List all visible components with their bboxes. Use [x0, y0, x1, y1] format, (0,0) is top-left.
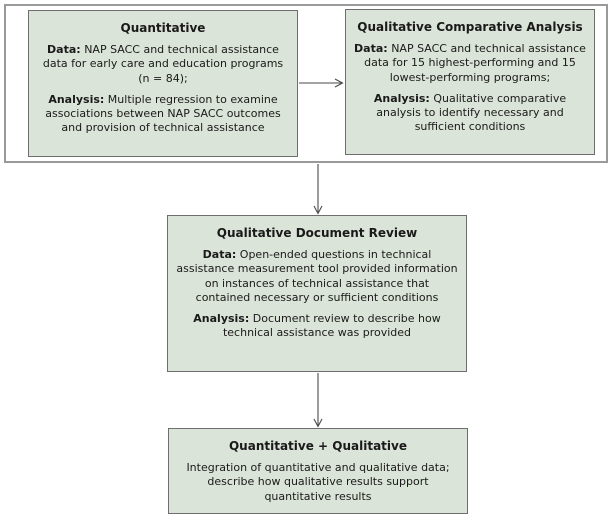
box-qualitative-document-review: Qualitative Document Review Data: Open-e…: [167, 215, 467, 372]
analysis-text: Document review to describe how technica…: [222, 311, 441, 339]
data-section: Data: Open-ended questions in technical …: [176, 248, 458, 304]
data-text: NAP SACC and technical assistance data f…: [364, 42, 586, 84]
data-label: Data:: [47, 43, 81, 57]
analysis-section: Analysis: Document review to describe ho…: [176, 312, 458, 340]
analysis-section: Analysis: Qualitative comparative analys…: [354, 92, 586, 134]
data-section: Data: NAP SACC and technical assistance …: [354, 42, 586, 84]
box-qualitative-comparative-analysis: Qualitative Comparative Analysis Data: N…: [345, 9, 595, 155]
analysis-label: Analysis:: [48, 92, 105, 106]
arrow-document-review-to-integration-icon: [313, 373, 323, 428]
analysis-label: Analysis:: [373, 91, 430, 105]
data-text: NAP SACC and technical assistance data f…: [42, 43, 284, 85]
box-title: Qualitative Document Review: [216, 226, 418, 240]
arrow-toprow-to-document-review-icon: [313, 164, 323, 215]
analysis-text: Multiple regression to examine associati…: [45, 92, 281, 134]
analysis-section: Analysis: Multiple regression to examine…: [37, 93, 289, 135]
integration-text: Integration of quantitative and qualitat…: [186, 461, 450, 503]
analysis-label: Analysis:: [193, 311, 250, 325]
data-text: Open-ended questions in technical assist…: [176, 248, 458, 304]
analysis-text: Qualitative comparative analysis to iden…: [376, 91, 567, 133]
box-title: Quantitative + Qualitative: [228, 439, 407, 453]
box-title: Quantitative: [120, 21, 206, 35]
data-label: Data:: [202, 248, 237, 262]
box-quantitative: Quantitative Data: NAP SACC and technica…: [28, 10, 298, 157]
data-label: Data:: [354, 42, 388, 56]
box-title: Qualitative Comparative Analysis: [357, 20, 583, 34]
box-quantitative-plus-qualitative: Quantitative + Qualitative Integration o…: [168, 428, 468, 514]
data-section: Data: NAP SACC and technical assistance …: [37, 43, 289, 85]
